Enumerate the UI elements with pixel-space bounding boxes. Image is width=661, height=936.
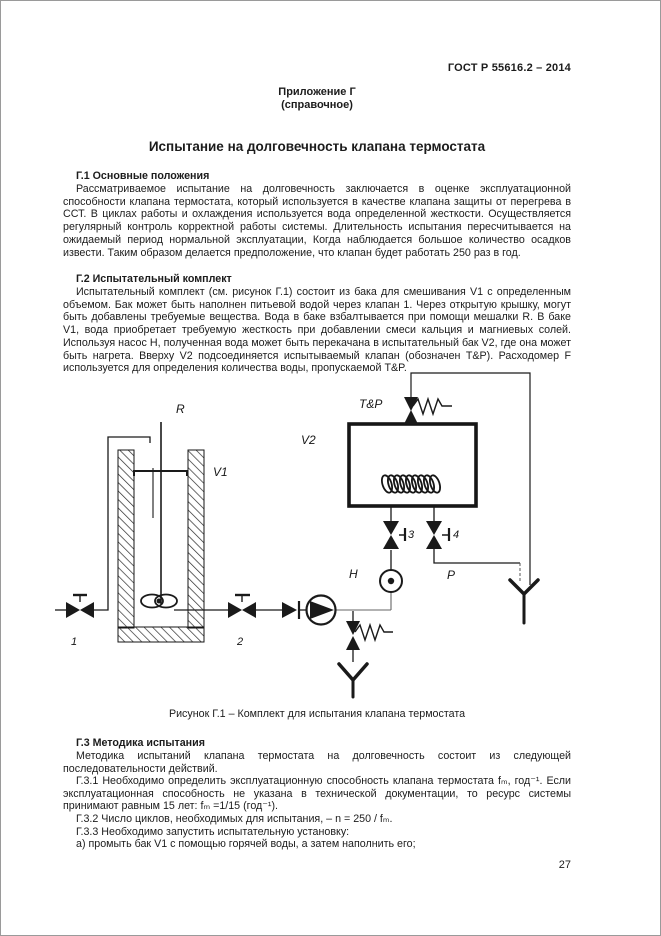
appendix-label: Приложение Г [278, 86, 356, 98]
section-g2-body: Испытательный комплект (см. рисунок Г.1)… [63, 286, 571, 375]
appendix-kind: (справочное) [281, 99, 353, 111]
document-number: ГОСТ Р 55616.2 – 2014 [447, 62, 571, 74]
appendix-header: Приложение Г (справочное) [63, 86, 571, 112]
section-g1-body: Рассматриваемое испытание на долговечнос… [63, 183, 571, 259]
section-g3-paragraph: а) промыть бак V1 с помощью горячей воды… [76, 838, 416, 850]
section-g2-heading: Г.2 Испытательный комплект [76, 273, 232, 285]
page-content: ГОСТ Р 55616.2 – 2014 Приложение Г (спра… [63, 1, 571, 935]
section-g3-paragraph: Методика испытаний клапана термостата на… [63, 750, 571, 775]
page-number: 27 [558, 859, 571, 871]
section-g3-paragraph: Г.3.2 Число циклов, необходимых для испы… [76, 813, 393, 825]
section-g3-paragraph: Г.3.3 Необходимо запустить испытательную… [76, 826, 350, 838]
figure-caption: Рисунок Г.1 – Комплект для испытания кла… [168, 708, 466, 720]
section-g3-heading: Г.3 Методика испытания [76, 737, 205, 749]
section-g3-paragraph: Г.3.1 Необходимо определить эксплуатацио… [63, 775, 571, 813]
page-title: Испытание на долговечность клапана термо… [148, 139, 486, 154]
section-g1-heading: Г.1 Основные положения [76, 170, 210, 182]
